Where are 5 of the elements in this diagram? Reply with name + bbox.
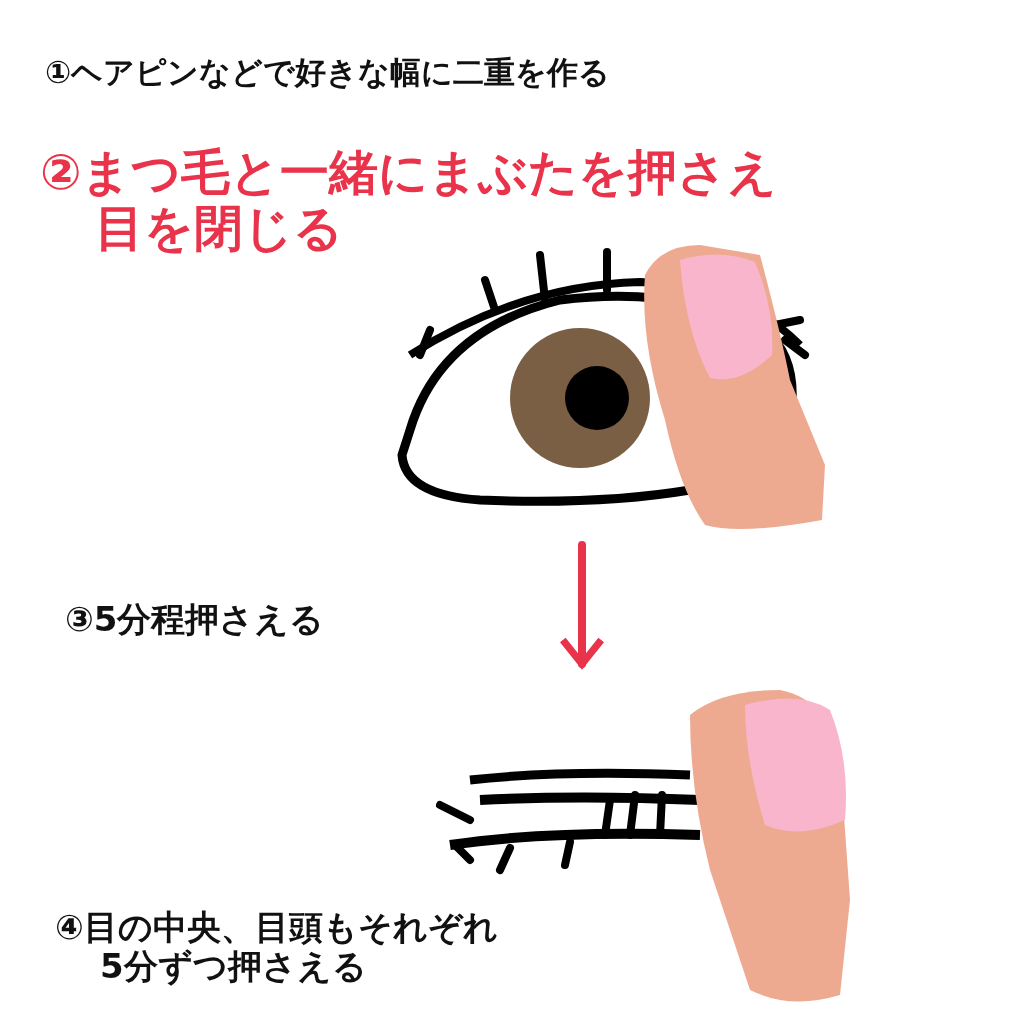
arrow <box>559 541 605 668</box>
step-text: ①ヘアピンなどで好きな幅に二重を作る <box>45 55 612 91</box>
step-heading: ②まつ毛と一緒にまぶたを押さえ目を閉じる <box>40 145 779 258</box>
step-text: ④目の中央、目頭もそれぞれ5分ずつ押さえる <box>55 908 499 987</box>
step-text: ③5分程押さえる <box>65 600 326 640</box>
